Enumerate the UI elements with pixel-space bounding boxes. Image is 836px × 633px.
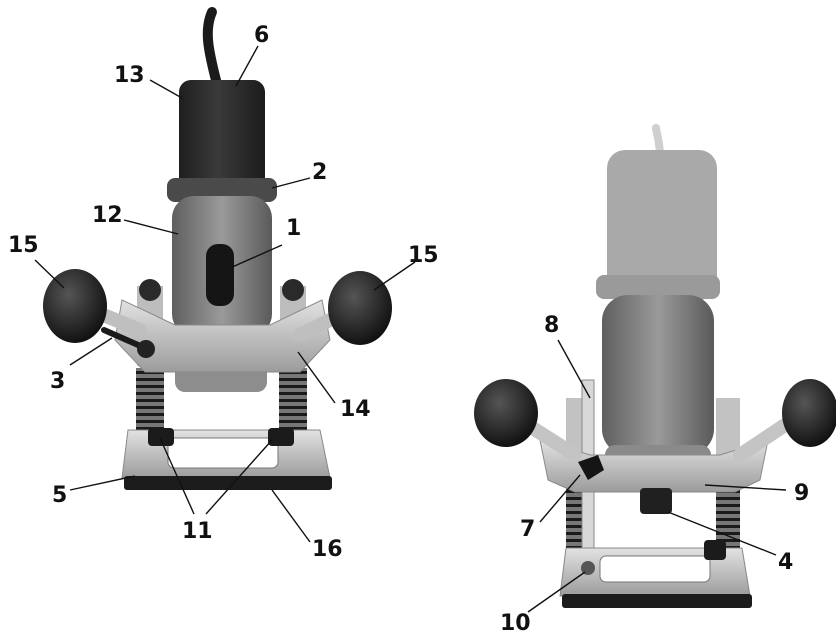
switch-slot [206, 244, 234, 306]
callout-5: 5 [52, 483, 67, 508]
left-handle-knob [43, 269, 107, 343]
callout-13: 13 [114, 63, 145, 88]
leader-lines [34, 45, 787, 613]
depth-lock-knob [578, 455, 604, 480]
side-grip-housing [602, 295, 714, 455]
callout-11: 11 [182, 519, 213, 544]
router-side-view [474, 124, 836, 608]
callout-14: 14 [340, 397, 371, 422]
collet-nut [640, 488, 672, 514]
side-motor-housing [607, 150, 717, 300]
side-left-knob [474, 379, 538, 447]
callout-6: 6 [254, 23, 269, 48]
callout-2: 2 [312, 160, 327, 185]
callout-4: 4 [778, 550, 793, 575]
motor-housing [179, 80, 265, 198]
callout-12: 12 [92, 203, 123, 228]
clamp-frame [114, 299, 331, 373]
right-spring [279, 368, 307, 430]
callout-9: 9 [794, 481, 809, 506]
left-spring [136, 368, 164, 430]
callout-10: 10 [500, 611, 531, 633]
right-wing-nut [268, 428, 294, 446]
left-wing-nut [148, 428, 174, 446]
router-front-view [43, 7, 392, 490]
side-right-knob [782, 379, 836, 447]
callout-16: 16 [312, 537, 343, 562]
side-clamp-frame [539, 439, 769, 493]
base-sole [124, 476, 332, 490]
callout-8: 8 [544, 313, 559, 338]
callout-3: 3 [50, 369, 65, 394]
callout-labels: 1 2 3 4 5 6 7 8 9 10 11 12 13 14 15 15 1… [8, 23, 809, 633]
callout-1: 1 [286, 216, 301, 241]
side-base-sole [562, 594, 752, 608]
callout-7: 7 [520, 517, 535, 542]
right-handle-knob [328, 271, 392, 345]
callout-15-left: 15 [8, 233, 39, 258]
callout-15-right: 15 [408, 243, 439, 268]
power-cord [202, 7, 223, 93]
